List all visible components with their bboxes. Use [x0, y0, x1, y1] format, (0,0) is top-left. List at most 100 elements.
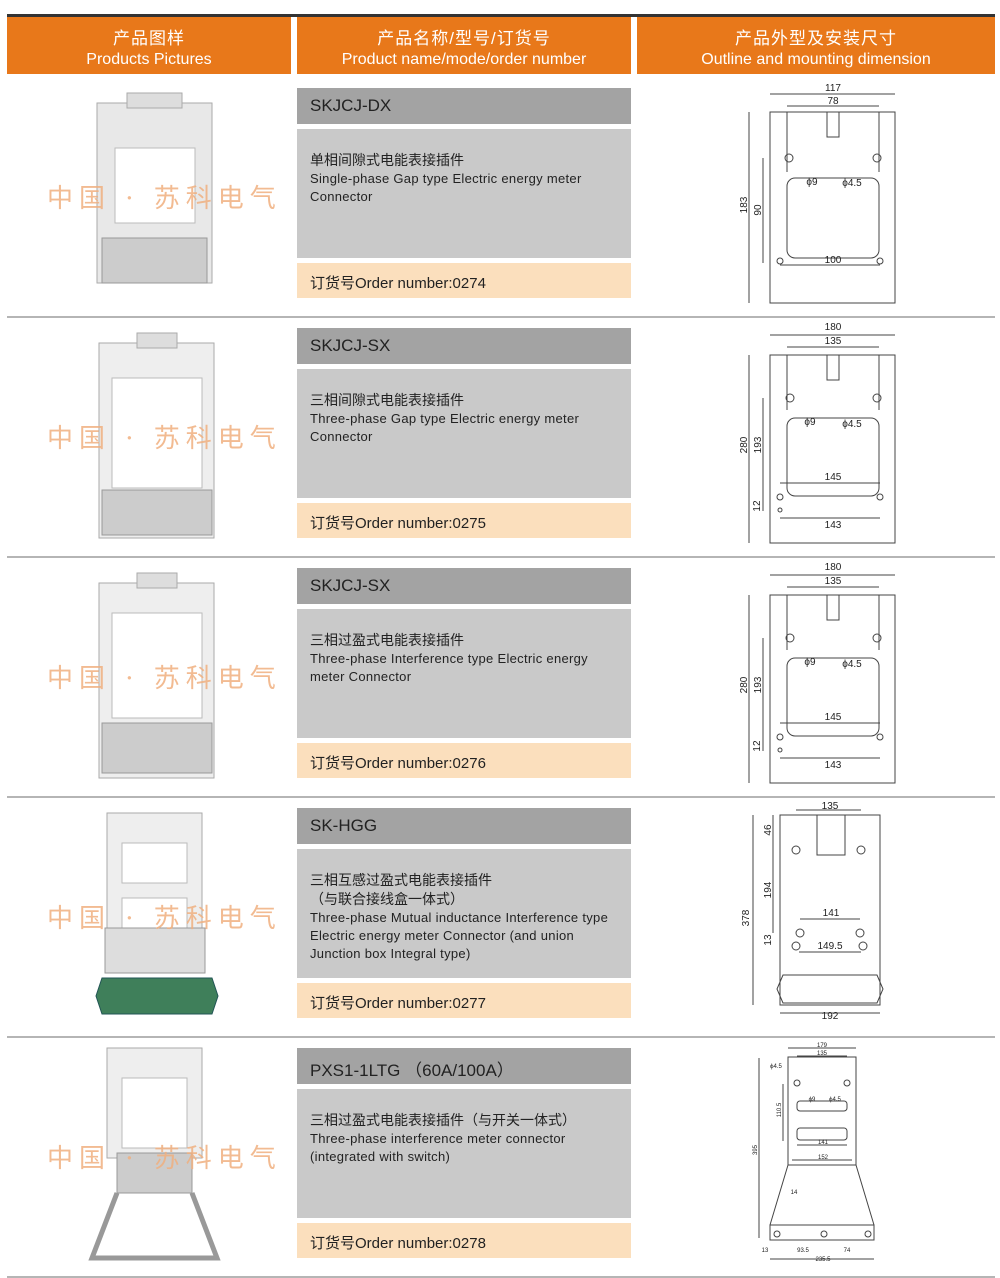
- row-divider: [7, 1036, 995, 1038]
- product-description: 三相互感过盈式电能表接插件 （与联合接线盒一体式） Three-phase Mutu…: [297, 849, 631, 978]
- dimension-label: 192: [822, 1011, 839, 1022]
- dimension-label: 143: [825, 760, 842, 771]
- dimension-label: 149.5: [817, 941, 842, 952]
- product-name-cn: 三相互感过盈式电能表接插件: [310, 872, 492, 888]
- order-number: 订货号Order number:0276: [297, 743, 631, 778]
- product-name-cn: 三相过盈式电能表接插件（与开关一体式）: [310, 1112, 576, 1128]
- product-model: SKJCJ-SX: [297, 328, 631, 364]
- header-en: Products Pictures: [86, 51, 212, 68]
- watermark: 中国 · 苏科电气: [47, 184, 282, 214]
- dimension-label: ϕ4.5: [829, 1097, 841, 1103]
- product-name-en: Three-phase Mutual inductance Interferen…: [310, 910, 609, 961]
- dimension-label: 194: [763, 881, 774, 898]
- dimension-label: 141: [818, 1140, 829, 1146]
- dimension-label: 183: [739, 196, 750, 213]
- product-picture: 中国 · 苏科电气: [7, 318, 291, 553]
- dimension-label: 14: [791, 1190, 798, 1196]
- order-number: 订货号Order number:0274: [297, 263, 631, 298]
- dimension-label: 141: [823, 908, 840, 919]
- dimension-label: ϕ4.5: [842, 659, 862, 670]
- dimension-label: 135: [825, 336, 842, 347]
- row-divider: [7, 556, 995, 558]
- product-name-en: Single-phase Gap type Electric energy me…: [310, 171, 582, 204]
- watermark: 中国 · 苏科电气: [47, 664, 282, 694]
- dimension-label: 180: [825, 322, 842, 333]
- dimension-label: 152: [818, 1155, 829, 1161]
- row-divider: [7, 796, 995, 798]
- product-image: [88, 1047, 221, 1261]
- product-model: SKJCJ-DX: [297, 88, 631, 124]
- header-cn: 产品图样: [113, 29, 185, 48]
- product-image: [95, 812, 219, 1015]
- dimension-label: 90: [753, 204, 764, 216]
- product-image: [98, 572, 215, 779]
- dimension-label: 193: [753, 436, 764, 453]
- dimension-label: 13: [763, 934, 774, 946]
- dimension-label: ϕ9: [809, 1097, 816, 1103]
- order-number: 订货号Order number:0275: [297, 503, 631, 538]
- product-name-cn: 三相间隙式电能表接插件: [310, 392, 464, 408]
- dimension-label: 179: [817, 1043, 828, 1049]
- dimension-label: 93.5: [797, 1248, 809, 1254]
- header-cn: 产品名称/型号/订货号: [377, 29, 551, 48]
- dimension-label: ϕ4.5: [842, 419, 862, 430]
- product-picture: 中国 · 苏科电气: [7, 558, 291, 793]
- product-picture: 中国 · 苏科电气: [7, 1038, 291, 1273]
- product-row: 中国 · 苏科电气 PXS1-1LTG （60A/100A） 三相过盈式电能表接…: [0, 1038, 1000, 1278]
- product-image: [96, 92, 213, 284]
- product-model: SK-HGG: [297, 808, 631, 844]
- dimension-label: 135: [817, 1051, 828, 1057]
- product-model: SKJCJ-SX: [297, 568, 631, 604]
- dimension-label: 235.5: [815, 1257, 831, 1263]
- dimension-label: 135: [822, 801, 839, 812]
- header-en: Outline and mounting dimension: [701, 51, 931, 68]
- product-name-en: Three-phase Gap type Electric energy met…: [310, 411, 580, 444]
- product-name-en: Three-phase interference meter connector…: [310, 1131, 566, 1164]
- dimension-label: 13: [762, 1248, 769, 1254]
- dimension-label: 12: [752, 740, 763, 752]
- product-name-en: Three-phase Interference type Electric e…: [310, 651, 588, 684]
- dimension-label: ϕ9: [804, 657, 816, 668]
- dimension-label: 395: [753, 1144, 759, 1155]
- dimension-label: 12: [752, 500, 763, 512]
- product-description: 三相过盈式电能表接插件 Three-phase Interference type…: [297, 609, 631, 738]
- product-description: 三相过盈式电能表接插件（与开关一体式） Three-phase interfere…: [297, 1089, 631, 1218]
- dimension-label: ϕ4.5: [770, 1064, 782, 1070]
- row-divider: [7, 1276, 995, 1278]
- row-divider: [7, 316, 995, 318]
- dimension-label: ϕ9: [804, 417, 816, 428]
- product-model: PXS1-1LTG （60A/100A）: [297, 1048, 631, 1084]
- watermark: 中国 · 苏科电气: [47, 424, 282, 454]
- dimension-label: 46: [763, 824, 774, 836]
- dimension-label: 378: [741, 909, 752, 926]
- dimension-label: 110.5: [777, 1102, 783, 1117]
- product-name-cn: （与联合接线盒一体式）: [310, 891, 464, 907]
- watermark: 中国 · 苏科电气: [47, 904, 282, 934]
- order-number: 订货号Order number:0278: [297, 1223, 631, 1258]
- dimension-label: ϕ4.5: [842, 178, 862, 189]
- product-image: [98, 332, 215, 539]
- product-picture: 中国 · 苏科电气: [7, 798, 291, 1033]
- header-cn: 产品外型及安装尺寸: [735, 29, 897, 48]
- dimension-label: 117: [825, 83, 841, 94]
- product-name-cn: 单相间隙式电能表接插件: [310, 152, 464, 168]
- product-name-cn: 三相过盈式电能表接插件: [310, 632, 464, 648]
- dimension-label: 143: [825, 520, 842, 531]
- dimension-label: 145: [825, 472, 842, 483]
- header-pictures: 产品图样 Products Pictures: [7, 17, 291, 74]
- dimension-label: 280: [739, 676, 750, 693]
- header-dimension: 产品外型及安装尺寸 Outline and mounting dimension: [637, 17, 995, 74]
- product-row: 中国 · 苏科电气 SKJCJ-SX 三相过盈式电能表接插件 Three-phas…: [0, 558, 1000, 798]
- product-picture: 中国 · 苏科电气: [7, 78, 291, 313]
- product-row: 中国 · 苏科电气 SK-HGG 三相互感过盈式电能表接插件 （与联合接线盒一体式…: [0, 798, 1000, 1038]
- dimension-label: 78: [827, 96, 839, 107]
- dimension-label: ϕ9: [806, 177, 818, 188]
- order-number: 订货号Order number:0277: [297, 983, 631, 1018]
- dimension-label: 135: [825, 576, 842, 587]
- dimension-label: 145: [825, 712, 842, 723]
- product-row: 中国 · 苏科电气 SKJCJ-DX 单相间隙式电能表接插件 Single-pha…: [0, 78, 1000, 318]
